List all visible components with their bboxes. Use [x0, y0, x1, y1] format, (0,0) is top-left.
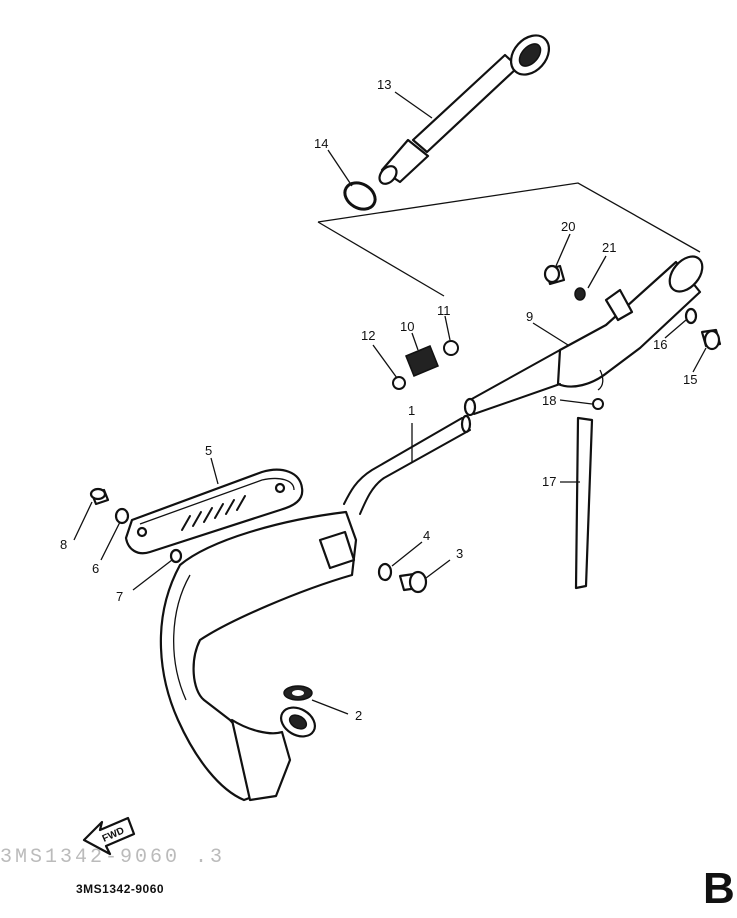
label-10: 10 [400, 319, 414, 334]
label-5: 5 [205, 443, 212, 458]
label-21: 21 [602, 240, 616, 255]
part-9-silencer [463, 255, 704, 417]
label-12: 12 [361, 328, 375, 343]
diagram-code: 3MS1342-9060 [76, 882, 164, 896]
leader-lines [73, 91, 707, 715]
label-8: 8 [60, 537, 67, 552]
label-16: 16 [653, 337, 667, 352]
part-15-bolt [700, 328, 722, 351]
label-13: 13 [377, 77, 391, 92]
label-4: 4 [423, 528, 430, 543]
part-18-clamp [592, 398, 604, 410]
label-15: 15 [683, 372, 697, 387]
part-4-washer [377, 562, 393, 582]
part-10-spark-arrester [405, 345, 439, 377]
label-18: 18 [542, 393, 556, 408]
section-letter: B [703, 864, 735, 913]
label-6: 6 [92, 561, 99, 576]
part-7-clip [169, 548, 183, 564]
reference-frame [317, 182, 701, 297]
part-20-bolt [543, 264, 566, 286]
part-5-heat-protector [124, 468, 304, 555]
part-2-gasket [283, 685, 313, 701]
label-3: 3 [456, 546, 463, 561]
label-17: 17 [542, 474, 556, 489]
forward-arrow: FWD [82, 816, 136, 856]
part-labels: 13 14 20 21 9 12 10 11 16 15 18 1 17 5 8… [60, 77, 697, 723]
label-14: 14 [314, 136, 328, 151]
part-1-exhaust-pipe [159, 414, 472, 802]
label-1: 1 [408, 403, 415, 418]
faint-code-text: 3MS1342-9060 .3 [0, 846, 225, 869]
part-12-o-ring [392, 376, 406, 390]
label-9: 9 [526, 309, 533, 324]
label-11: 11 [437, 303, 451, 318]
part-13-tail-pipe [378, 34, 551, 185]
part-16-washer [684, 307, 698, 325]
label-20: 20 [561, 219, 575, 234]
part-6-washer [114, 507, 130, 525]
part-14-o-ring [343, 181, 377, 211]
label-7: 7 [116, 589, 123, 604]
part-21-washer [574, 287, 586, 301]
heat-protector-slots [181, 495, 246, 531]
part-17-hose [574, 416, 594, 590]
part-8-bolt [89, 487, 110, 506]
part-3-bolt [398, 570, 428, 594]
label-2: 2 [355, 708, 362, 723]
part-11-o-ring [443, 340, 459, 356]
